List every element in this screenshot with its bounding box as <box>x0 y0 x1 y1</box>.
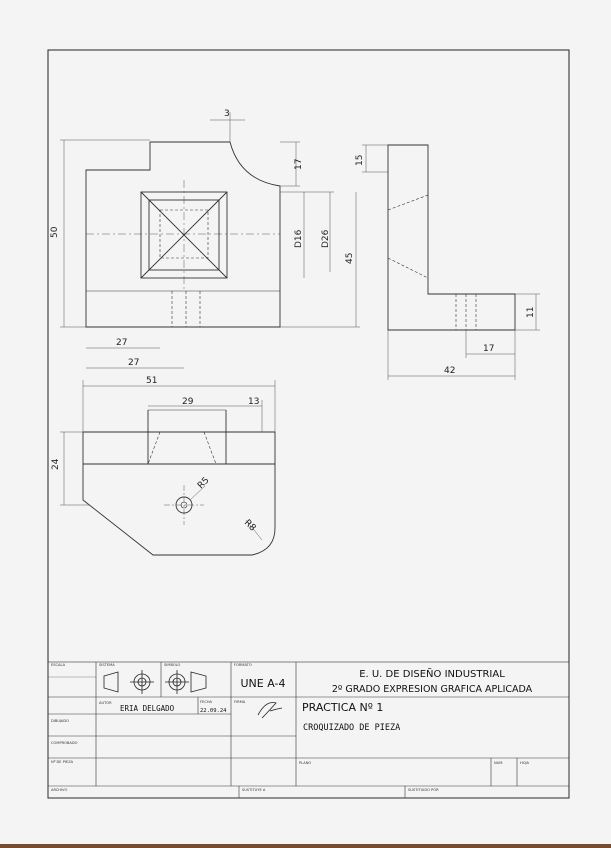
label-comprobado: COMPROBADO <box>51 741 78 745</box>
dim-3: 3 <box>224 109 230 119</box>
dim-50: 50 <box>50 226 60 238</box>
dim-24: 24 <box>51 458 61 470</box>
dim-42: 42 <box>444 366 455 376</box>
dim-d16: D16 <box>294 229 304 248</box>
signature <box>257 702 283 719</box>
label-formato: FORMATO <box>234 663 252 667</box>
drawing-subject: CROQUIZADO DE PIEZA <box>303 723 400 733</box>
top-view <box>82 409 276 556</box>
author-value: ERIA DELGADO <box>120 704 175 713</box>
label-hoja: HOJA <box>520 761 530 765</box>
school-name: E. U. DE DISEÑO INDUSTRIAL <box>359 667 505 680</box>
label-numero-pieza: Nº DE PIEZA <box>51 760 74 764</box>
dim-15: 15 <box>355 155 365 166</box>
front-view-dimension-lines <box>60 112 360 369</box>
dim-45: 45 <box>345 253 355 264</box>
label-sustituye: SUSTITUYE A <box>242 788 266 792</box>
label-sustituido: SUSTITUIDO POR <box>408 788 439 792</box>
dim-27-a: 27 <box>116 338 127 348</box>
dim-51: 51 <box>146 376 157 386</box>
dim-d26: D26 <box>321 229 331 248</box>
label-simbolo: SIMBOLO <box>164 663 181 667</box>
label-firma: FIRMA <box>234 700 246 704</box>
dim-11: 11 <box>526 307 536 318</box>
date-value: 22.09.24 <box>200 708 227 714</box>
label-escala: ESCALA <box>51 663 66 667</box>
side-view-dimension-lines <box>362 144 540 380</box>
dim-17-side: 17 <box>483 344 494 354</box>
label-sistema: SISTEMA <box>99 663 115 667</box>
label-plano: PLANO <box>299 761 311 765</box>
table-edge <box>0 844 611 848</box>
label-dibujado: DIBUJADO <box>51 719 69 723</box>
front-view <box>85 141 281 328</box>
dim-27-b: 27 <box>128 358 139 368</box>
format-value: UNE A-4 <box>241 677 286 690</box>
practice-title: PRACTICA Nº 1 <box>302 701 383 714</box>
label-archivo: ARCHIVO <box>51 788 67 792</box>
projection-symbols <box>103 670 207 694</box>
title-block <box>47 661 570 799</box>
label-fecha: FECHA <box>200 700 213 704</box>
label-num: NUM <box>494 761 502 765</box>
dim-17-top: 17 <box>294 159 304 170</box>
top-view-dimension-lines <box>60 380 276 541</box>
dim-13: 13 <box>248 397 259 407</box>
dim-29: 29 <box>182 397 194 407</box>
course-name: 2º GRADO EXPRESION GRAFICA APLICADA <box>332 684 533 695</box>
label-autor: AUTOR <box>99 701 112 705</box>
